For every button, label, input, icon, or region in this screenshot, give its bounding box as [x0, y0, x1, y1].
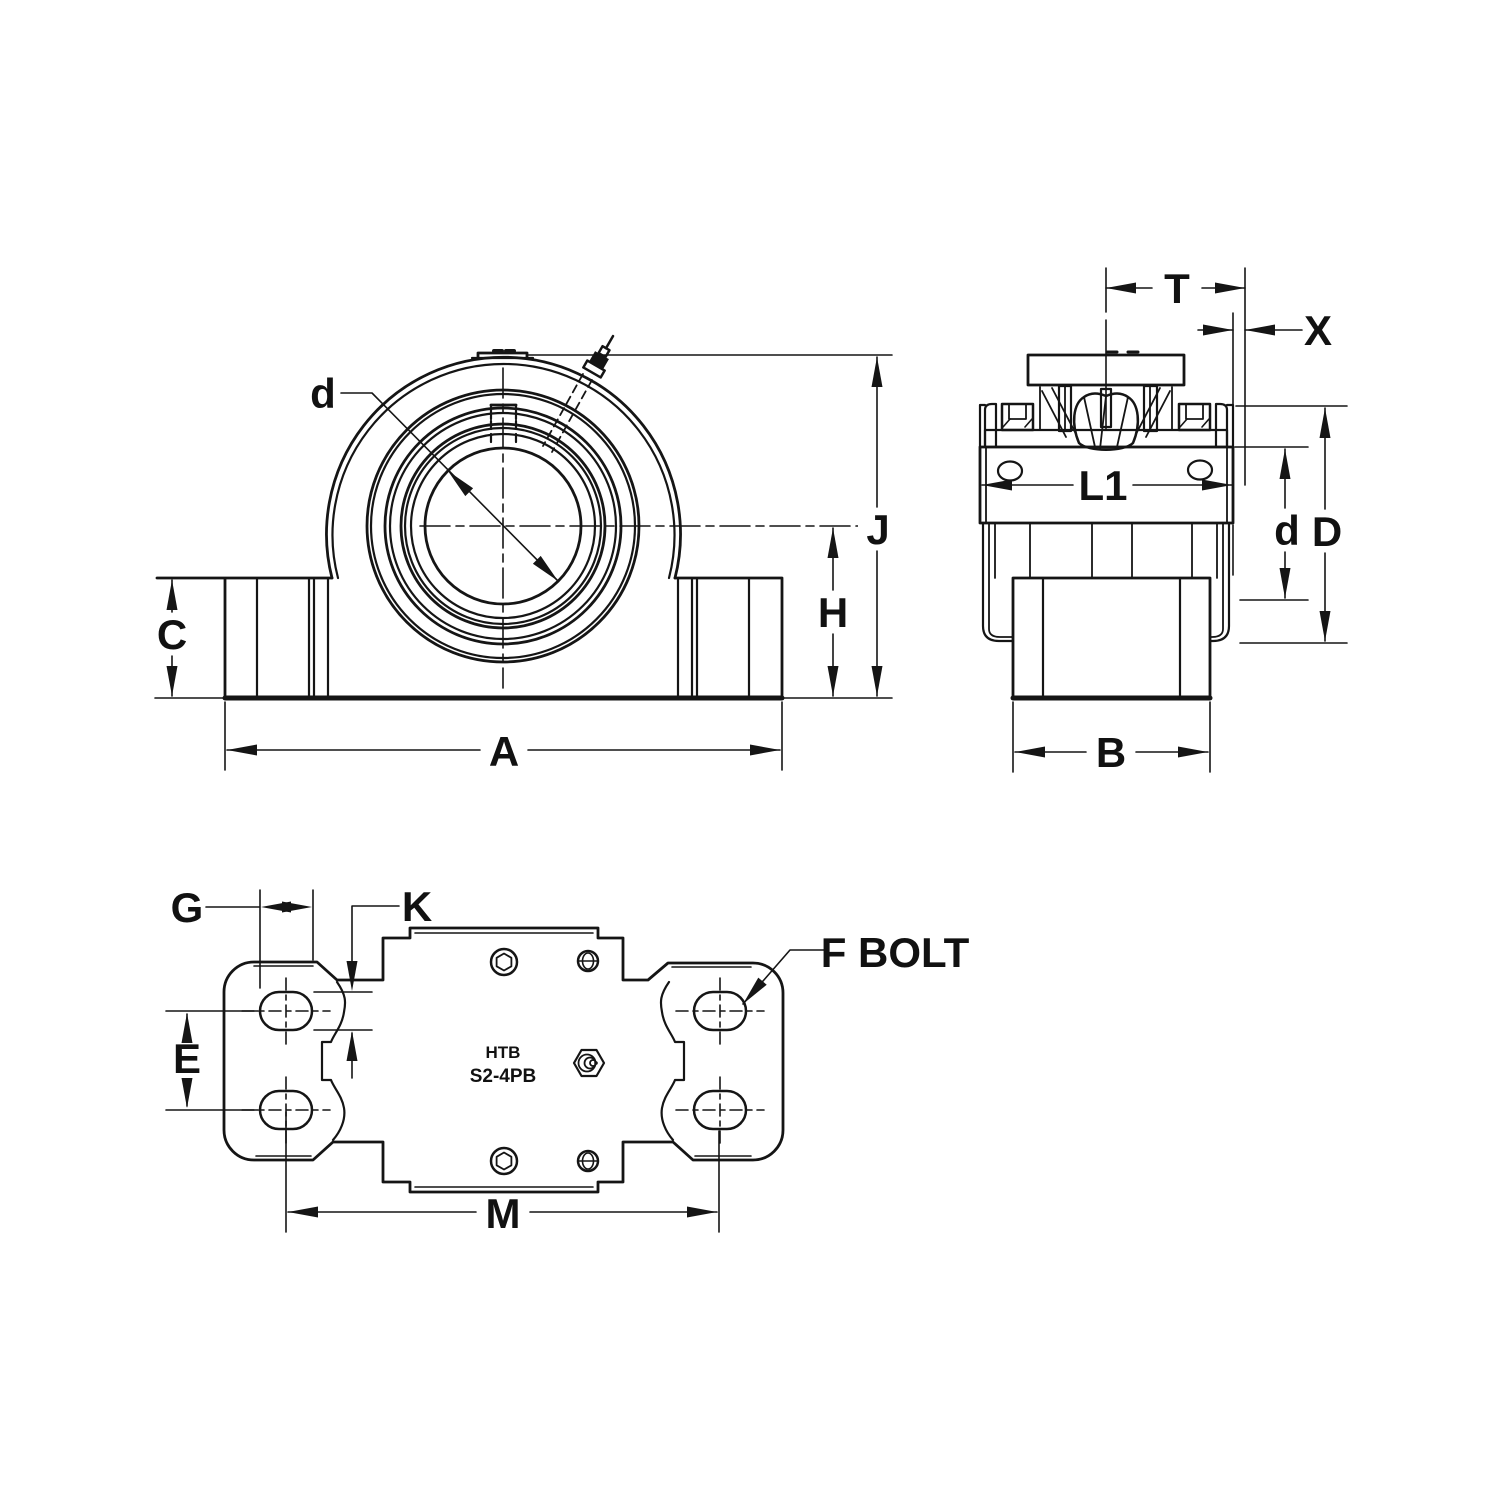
dim-label-H: H: [818, 589, 848, 636]
dim-side-D: D: [1235, 405, 1348, 644]
dim-front-d: d: [310, 370, 559, 582]
dim-side-B: B: [1012, 701, 1211, 776]
dim-plan-G: G: [171, 884, 314, 989]
dim-side-L1: L1: [981, 462, 1233, 509]
dim-label-M: M: [486, 1190, 521, 1237]
dim-front-A: A: [224, 701, 783, 775]
dim-side-d: d: [1234, 446, 1309, 601]
dim-label-A: A: [489, 728, 519, 775]
front-centerlines: [419, 367, 859, 689]
dim-label-L1: L1: [1078, 462, 1127, 509]
dim-label-B: B: [1096, 729, 1126, 776]
grease-zerk-icon: [572, 1048, 606, 1078]
dim-label-d-front: d: [310, 370, 336, 417]
dim-label-d-side: d: [1274, 507, 1300, 554]
side-sleeve: [981, 521, 1231, 643]
side-shaft-end: [1010, 576, 1213, 701]
dim-plan-M: M: [285, 1111, 720, 1237]
dim-front-H: H: [814, 527, 854, 697]
dim-plan-E: E: [165, 1010, 259, 1111]
cap-screws: [489, 947, 600, 1176]
side-view: L1 T X: [978, 265, 1348, 776]
dim-label-F-BOLT: F BOLT: [821, 929, 970, 976]
dim-label-J: J: [866, 506, 889, 553]
dim-side-X: X: [1197, 307, 1332, 576]
part-model-text: S2-4PB: [470, 1066, 537, 1087]
plan-foot-scallops: [320, 980, 686, 1142]
dim-label-X: X: [1304, 307, 1332, 354]
dim-front-C: C: [157, 579, 187, 697]
plan-view: HTB S2-4PB G K E M: [165, 883, 970, 1237]
dim-front-J: J: [527, 354, 898, 697]
dim-label-K: K: [402, 883, 432, 930]
front-housing-outline: [154, 349, 893, 701]
dim-label-C: C: [157, 611, 187, 658]
dim-plan-K: K: [313, 883, 432, 1079]
dim-side-T: T: [1105, 265, 1246, 486]
dim-label-E: E: [173, 1035, 201, 1082]
dim-label-D: D: [1312, 508, 1342, 555]
front-view: d C A H J: [154, 334, 898, 775]
dim-label-G: G: [171, 884, 204, 931]
dim-label-T: T: [1164, 265, 1190, 312]
plan-housing-outline: [222, 926, 785, 1194]
plan-edge-offsets: [253, 932, 752, 1188]
part-series-text: HTB: [486, 1043, 521, 1062]
side-inner-ring-band: [983, 428, 1229, 449]
callout-f-bolt: F BOLT: [742, 929, 970, 1005]
